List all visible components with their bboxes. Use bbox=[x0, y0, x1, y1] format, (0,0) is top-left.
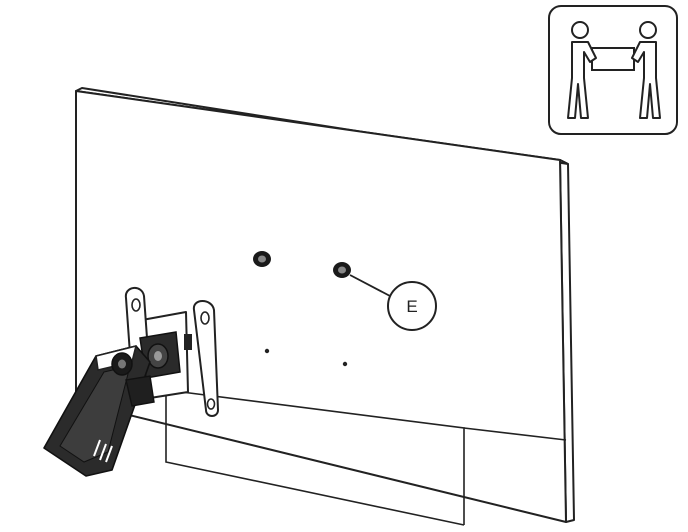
screw-hole-bottom-right bbox=[342, 361, 348, 367]
monitor-arm bbox=[43, 345, 155, 477]
screw-top-right bbox=[333, 262, 351, 278]
two-person-lift-icon bbox=[548, 5, 678, 135]
callout-E-label: E bbox=[406, 297, 417, 316]
screw-hole-bottom-left bbox=[264, 348, 270, 354]
monitor-back bbox=[75, 87, 575, 526]
callout-E: E bbox=[349, 274, 437, 331]
vesa-mount-bracket bbox=[124, 287, 219, 417]
screw-top-left bbox=[253, 251, 271, 267]
